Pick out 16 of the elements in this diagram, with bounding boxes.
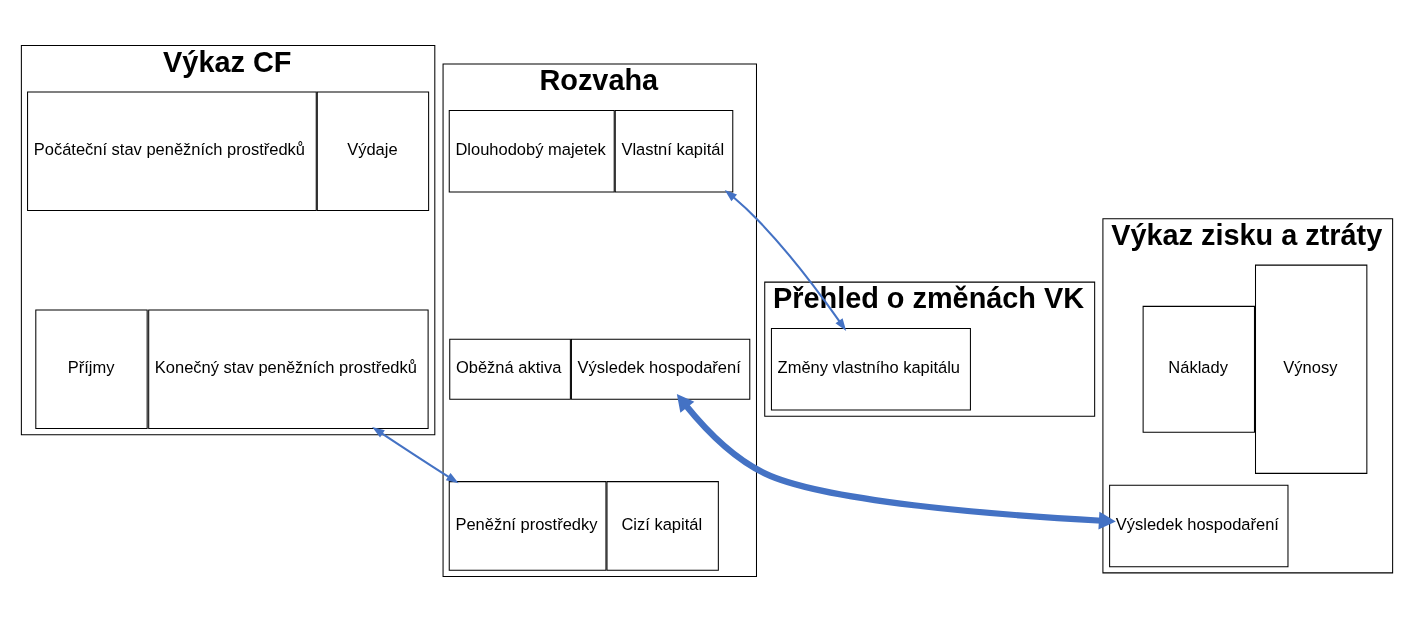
node-box: Dlouhodobý majetek <box>448 109 615 192</box>
node-box: Vlastní kapitál <box>614 109 733 192</box>
node-box: Změny vlastního kapitálu <box>770 327 971 410</box>
node-box: Náklady <box>1142 305 1255 433</box>
node-box: Výdaje <box>316 90 429 211</box>
node-box: Počáteční stav peněžních prostředků <box>26 90 317 211</box>
node-box: Příjmy <box>34 308 148 429</box>
arrow <box>676 393 1116 529</box>
node-box: Výsledek hospodaření <box>1108 484 1288 567</box>
node-box: Oběžná aktiva <box>448 338 571 400</box>
node-box: Výsledek hospodaření <box>570 338 750 400</box>
arrow <box>371 426 459 483</box>
node-box: Výnosy <box>1254 264 1367 474</box>
node-box: Peněžní prostředky <box>448 480 606 571</box>
node-box: Konečný stav peněžních prostředků <box>147 308 429 429</box>
node-box: Cizí kapitál <box>605 480 719 571</box>
